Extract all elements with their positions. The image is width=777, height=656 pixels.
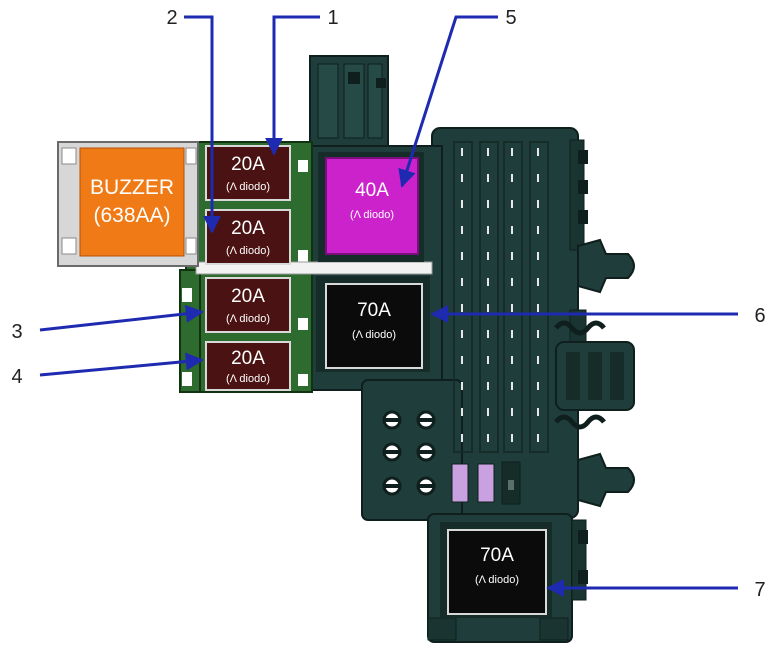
fuse-3: 20A (Λ diodo) [205, 277, 291, 333]
mini-fuse-slots [451, 461, 521, 505]
callout-3-label: 3 [11, 321, 22, 343]
socket-bar [383, 418, 401, 422]
fuse-7-rating: 70A [480, 545, 514, 566]
buzzer-label: BUZZER [90, 176, 174, 199]
relay-slot-column [529, 141, 549, 453]
fuse-2-rating: 20A [231, 218, 265, 239]
callout-1-label: 1 [327, 7, 338, 29]
callout-5-arrow [398, 15, 498, 188]
relay-slot-column [503, 141, 523, 453]
fuse-4-note: (Λ diodo) [226, 373, 270, 385]
fuse-7-note: (Λ diodo) [475, 574, 519, 586]
callout-2-arrow [184, 15, 221, 234]
callout-6-label: 6 [754, 305, 765, 327]
buzzer-code: (638AA) [93, 204, 170, 227]
callout-3-arrow [39, 304, 204, 332]
fuse-4-rating: 20A [231, 348, 265, 369]
fuse-3-rating: 20A [231, 286, 265, 307]
fuse-6: 70A (Λ diodo) [316, 276, 430, 372]
fuse-5-note: (Λ diodo) [350, 209, 394, 221]
socket-bar [383, 484, 401, 488]
socket-cluster [382, 410, 436, 496]
socket-bar [383, 450, 401, 454]
relay-slot-column [479, 141, 499, 453]
fuse-1-rating: 20A [231, 154, 265, 175]
fuse-4: 20A (Λ diodo) [205, 341, 291, 391]
callout-2-label: 2 [166, 7, 177, 29]
callout-4-label: 4 [11, 366, 22, 388]
fuse-6-rating: 70A [357, 300, 391, 321]
fuse-7: 70A (Λ diodo) [440, 522, 552, 618]
fuse-2-note: (Λ diodo) [226, 245, 270, 257]
callout-1-arrow [265, 15, 320, 156]
callout-4-arrow [39, 352, 204, 377]
fuse-1-note: (Λ diodo) [226, 181, 270, 193]
relay-slot-grid [453, 141, 549, 453]
fuse-6-note: (Λ diodo) [352, 329, 396, 341]
fuse-5-rating: 40A [355, 180, 389, 201]
socket-bar [417, 484, 435, 488]
fuse-5: 40A (Λ diodo) [318, 152, 424, 262]
callout-7-label: 7 [754, 579, 765, 601]
socket-bar [417, 418, 435, 422]
relay-slot-column [453, 141, 473, 453]
callout-5-label: 5 [505, 7, 516, 29]
fuse-1: 20A (Λ diodo) [205, 145, 291, 201]
fuse-3-note: (Λ diodo) [226, 313, 270, 325]
callout-arrows [39, 15, 738, 597]
fuse-2: 20A (Λ diodo) [205, 209, 291, 265]
socket-bar [417, 450, 435, 454]
buzzer-relay: BUZZER (638AA) [57, 141, 199, 267]
